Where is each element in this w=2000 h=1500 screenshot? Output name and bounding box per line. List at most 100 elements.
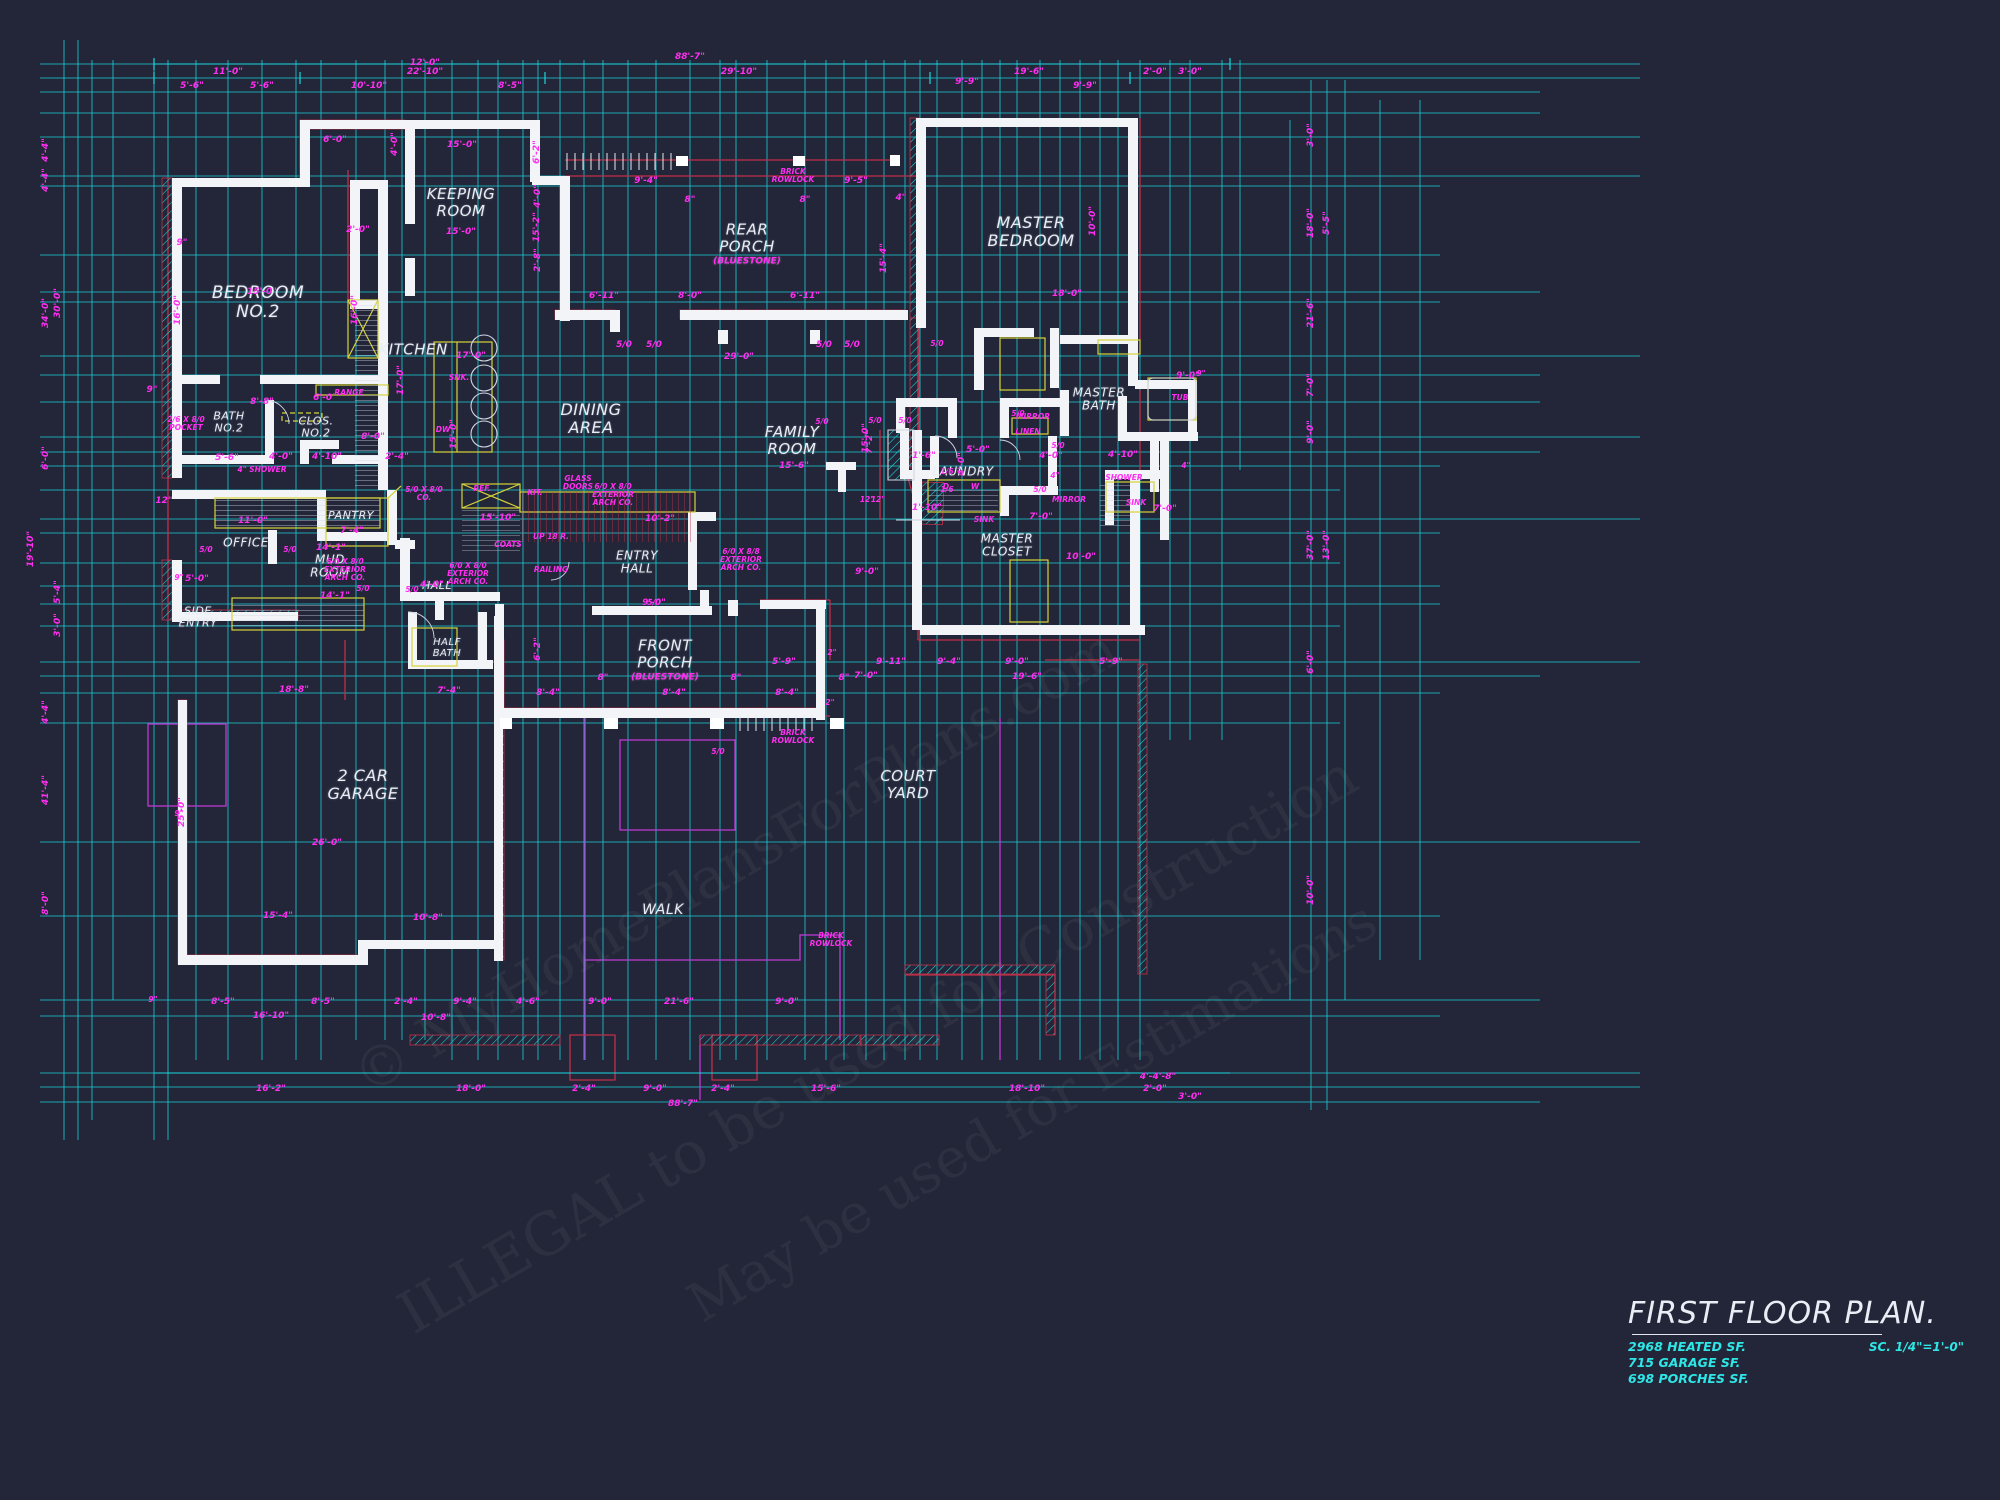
dimension-text: 2'-4" <box>711 1084 735 1094</box>
room-label: LAUNDRY <box>932 464 994 479</box>
annotation-note: 5/0 <box>283 545 297 555</box>
dimension-text: 9'-9" <box>1073 81 1097 91</box>
dimension-text: 9" <box>146 385 158 395</box>
annotation-note: 5/0 <box>868 416 882 426</box>
dimension-text: 6'-0" <box>1306 650 1316 674</box>
annotation-note: 4" SHOWER <box>237 465 287 475</box>
dimension-text: 9'-0" <box>642 598 666 608</box>
dimension-text: 18'-8" <box>279 685 309 695</box>
dimension-text: 7'-2" <box>865 430 875 454</box>
dimension-text: 6'-11" <box>589 291 619 301</box>
dimension-text: 4'-0" <box>269 452 293 462</box>
dimension-text: 17'-0" <box>396 365 406 395</box>
dimension-text: 21'-6" <box>1306 298 1316 328</box>
dimension-text: 4'-0" <box>420 580 444 590</box>
dimension-text: 8'-0" <box>41 891 51 915</box>
annotation-note: 6/0 X 8/0 EXTERIOR ARCH CO. <box>592 482 634 507</box>
dimension-text: 15'-0" <box>447 140 477 150</box>
dimension-text: 30'-0" <box>53 288 63 318</box>
dimension-text: 7'-4" <box>437 686 461 696</box>
room-label: 2 CAR GARAGE <box>327 766 399 803</box>
room-label: MUD ROOM <box>310 552 350 580</box>
dimension-text: 8'-5" <box>311 997 335 1007</box>
annotation-note: 5/0 <box>1033 485 1047 495</box>
dimension-text: 7'-0" <box>1153 504 1177 514</box>
annotation-note: 9" <box>174 809 184 819</box>
dimension-text: 5'-5" <box>1322 211 1332 235</box>
dimension-text: 3'-0" <box>1306 123 1316 147</box>
annotation-note: 1/6 <box>940 485 954 495</box>
annotation-note: REF. <box>473 484 491 494</box>
plan-boundary <box>154 63 1230 1074</box>
dimension-text: 15'-6" <box>779 461 809 471</box>
title-block: FIRST FLOOR PLAN. 2968 HEATED SF. 715 GA… <box>1628 1296 1968 1387</box>
dimension-text: 4'-0" <box>1039 451 1063 461</box>
dimension-text: 17'-0" <box>456 351 486 361</box>
dimension-text: 8" <box>838 673 850 683</box>
annotation-note: TUB <box>1171 393 1189 403</box>
dimension-text: 9" <box>176 238 188 248</box>
dimension-text: 9'-0" <box>775 997 799 1007</box>
dimension-text: 2'-4" <box>394 997 418 1007</box>
annotation-note: SNK. <box>448 373 470 383</box>
dimension-text: 22'-10" <box>406 67 444 77</box>
dimension-text: 15'-2" <box>532 212 542 242</box>
annotation-note: 12" <box>859 495 875 505</box>
heated-sf: 2968 HEATED SF. <box>1628 1339 1746 1354</box>
annotation-note: 4" <box>1181 461 1191 471</box>
room-label: HALL <box>421 578 453 592</box>
annotation-note: MIRROR <box>1052 495 1086 505</box>
dimension-text: 7'-4" <box>340 526 364 536</box>
annotation-note: W <box>970 482 980 492</box>
annotation-note: 9" <box>1196 369 1206 379</box>
dimension-text: 11'-0" <box>238 516 268 526</box>
room-label: SIDE ENTRY <box>178 604 218 630</box>
room-label: CLOS. NO.2 <box>298 414 334 440</box>
area-stats: 2968 HEATED SF. 715 GARAGE SF. 698 PORCH… <box>1628 1339 1968 1387</box>
room-label: ENTRY HALL <box>615 548 659 576</box>
dimension-text: 4'-4'-8" <box>1139 1072 1177 1082</box>
dimension-text: 4'-10" <box>312 452 342 462</box>
dimension-text: 9'-0" <box>643 1084 667 1094</box>
room-label: MASTER BATH <box>1072 385 1126 413</box>
dimension-text: 10'-10" <box>350 81 388 91</box>
dimension-text: 4'-4" <box>41 138 51 162</box>
dimension-text: 3'-0" <box>1178 67 1202 77</box>
annotation-note: 5/0 <box>711 747 725 757</box>
plumbing-and-fixtures <box>470 334 1197 521</box>
annotation-note: 2/6 X 8/0 POCKET <box>167 415 205 432</box>
annotation-note: 5/0 <box>1051 441 1065 451</box>
dimension-text: 16'-10" <box>252 1011 290 1021</box>
dimension-text: 8'-4" <box>662 688 686 698</box>
dimension-text: 37'-0" <box>1306 530 1316 560</box>
dimension-text: 2'-0" <box>346 225 370 235</box>
dimension-text: 7'-0" <box>1029 512 1053 522</box>
dimension-text: 10'-2" <box>645 514 675 524</box>
dimension-text: 6'-0" <box>41 446 51 470</box>
dimension-text: 7'-0" <box>854 671 878 681</box>
annotation-note: 12" <box>870 495 886 505</box>
annotation-note: COATS <box>494 540 522 550</box>
room-sublabel: (BLUESTONE) <box>631 672 699 683</box>
sheet-title: FIRST FLOOR PLAN. <box>1628 1296 1937 1331</box>
door-swings <box>264 399 1021 639</box>
dimension-text: 5/0 <box>844 340 860 350</box>
dimension-text: 5'-9" <box>1099 657 1123 667</box>
dimension-text: 6'-0" <box>313 393 337 403</box>
dimension-text: 19'-6" <box>1012 672 1042 682</box>
dimension-text: 15'-4" <box>263 911 293 921</box>
dimension-text: 8'-5" <box>498 81 522 91</box>
annotation-note: MIRROR <box>1016 412 1050 422</box>
annotation-note: RANGE <box>334 388 364 398</box>
dimension-text: 6'-0" <box>323 135 347 145</box>
annotation-note: KIT. <box>527 488 543 498</box>
dimension-text: 4'-6" <box>516 997 540 1007</box>
dimension-text: 11'-0" <box>213 67 243 77</box>
dimension-text: 4'-10" <box>1108 450 1138 460</box>
dimension-text: 15'-0" <box>247 287 277 297</box>
dimension-text: 4" <box>895 193 907 203</box>
dimension-text: 5'-9" <box>772 657 796 667</box>
stairs-and-treads <box>215 300 1130 630</box>
dimension-text: 9'-0" <box>588 997 612 1007</box>
